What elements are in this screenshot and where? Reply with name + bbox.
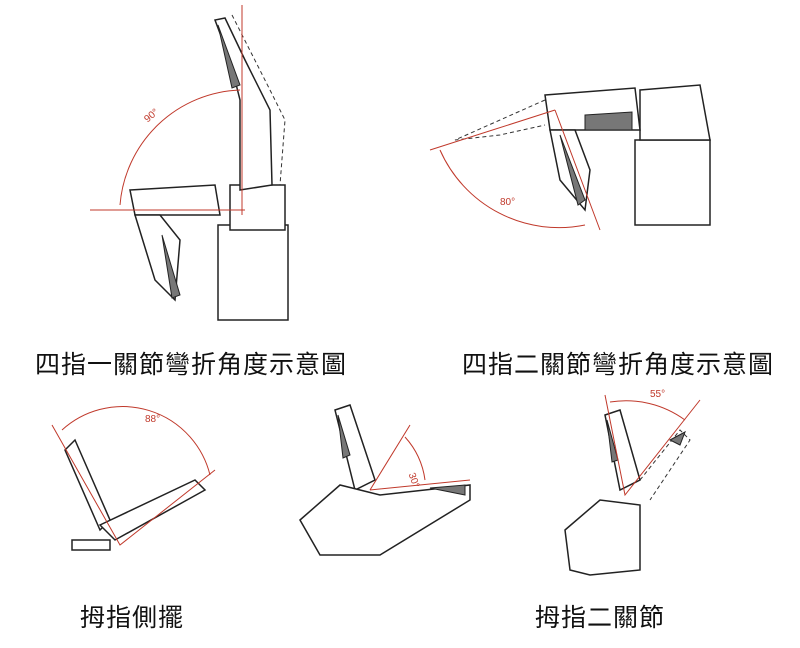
caption-thumb-lateral: 拇指側擺: [80, 603, 185, 632]
angle-label-3: 88°: [145, 414, 160, 425]
thumb-lateral-drawing: [51, 406, 216, 551]
thumb-joint2-bent-drawing: [564, 394, 701, 576]
caption-four-finger-joint2: 四指二關節彎折角度示意圖: [462, 350, 775, 379]
angle-label-5: 55°: [650, 389, 665, 400]
thumb-joint2-drawing: [299, 404, 471, 556]
angle-label-4: 30°: [406, 471, 422, 489]
angle-label-2: 80°: [500, 197, 515, 208]
caption-thumb-joint2: 拇指二關節: [535, 603, 666, 632]
four-finger-joint1-drawing: [90, 5, 289, 321]
four-finger-joint2-drawing: [429, 84, 711, 231]
caption-four-finger-joint1: 四指一關節彎折角度示意圖: [35, 350, 348, 379]
angle-label-1: 90°: [142, 107, 161, 125]
